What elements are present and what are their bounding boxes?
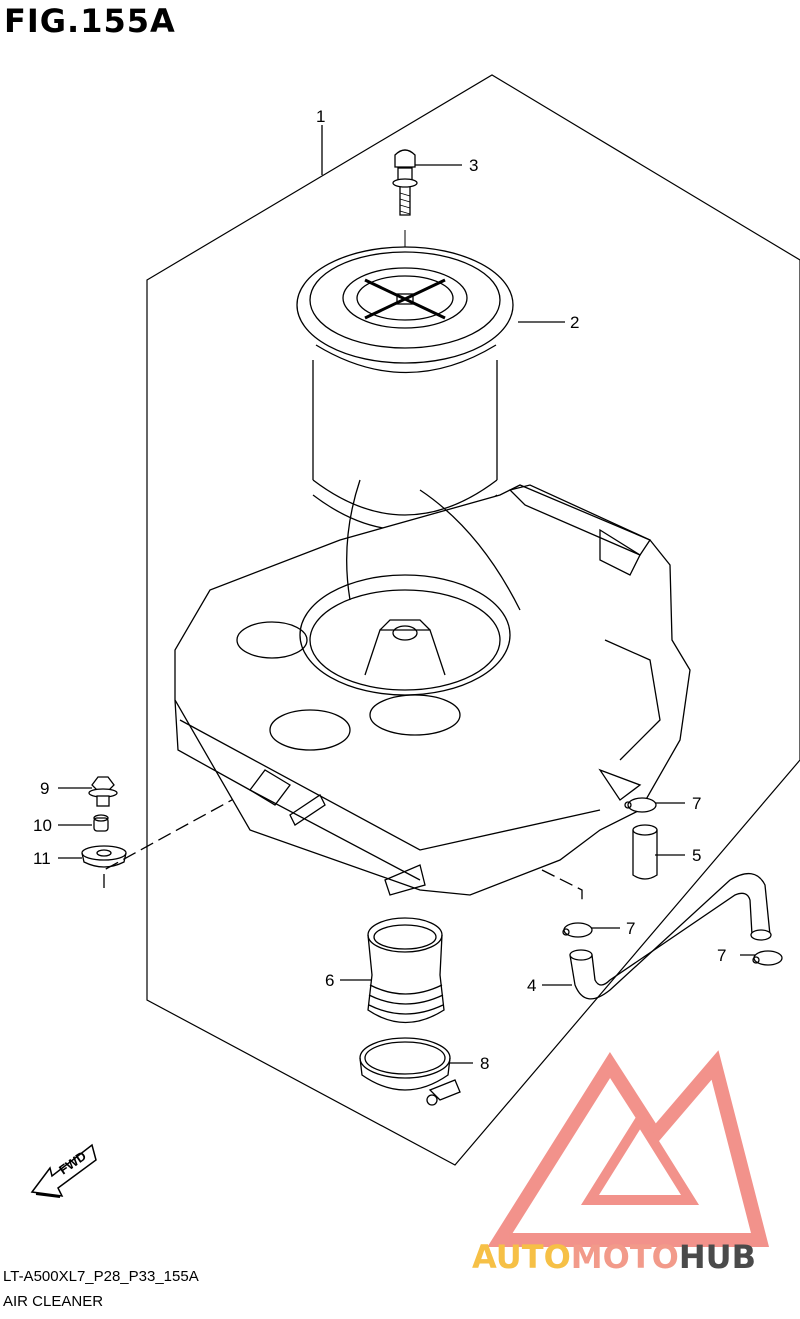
callout-4: 4 [527, 976, 536, 995]
assembly-boundary [146, 74, 800, 1166]
intake-boot-part-6 [367, 917, 445, 1024]
fwd-arrow-icon [30, 1143, 97, 1198]
bolt-part-9 [88, 776, 118, 807]
collar-part-10 [93, 814, 109, 832]
callout-11: 11 [33, 849, 51, 868]
drain-hose-part-5 [632, 824, 658, 880]
watermark-brand-text: AUTOMOTOHUB [472, 1238, 756, 1276]
wing-bolt-part [392, 149, 418, 216]
callout-3: 3 [469, 156, 478, 175]
hose-clamp-part-8 [359, 1037, 461, 1106]
clamp-part-7c [752, 950, 783, 966]
footer-diagram-name: AIR CLEANER [3, 1293, 104, 1310]
breather-hose-part-4 [569, 873, 772, 1000]
callout-9: 9 [40, 779, 49, 798]
brand-part-moto: MOTO [570, 1238, 679, 1276]
grommet-part-11 [81, 845, 127, 868]
callout-7c: 7 [717, 946, 726, 965]
callout-7b: 7 [626, 919, 635, 938]
callout-1: 1 [316, 107, 325, 126]
clamp-part-7a [624, 797, 657, 813]
watermark-logo [487, 1050, 770, 1247]
callout-8: 8 [480, 1054, 489, 1073]
filter-element-part [296, 246, 514, 531]
air-cleaner-case-part [174, 479, 691, 896]
clamp-part-7b [562, 922, 593, 938]
figure-title: FIG.155A [4, 2, 176, 40]
brand-part-hub: HUB [678, 1238, 757, 1276]
callout-2: 2 [570, 313, 579, 332]
callout-7a: 7 [692, 794, 701, 813]
footer-diagram-code: LT-A500XL7_P28_P33_155A [3, 1268, 199, 1285]
brand-part-auto: AUTO [472, 1238, 571, 1276]
callout-6: 6 [325, 971, 334, 990]
callout-10: 10 [33, 816, 52, 835]
callout-5: 5 [692, 846, 701, 865]
